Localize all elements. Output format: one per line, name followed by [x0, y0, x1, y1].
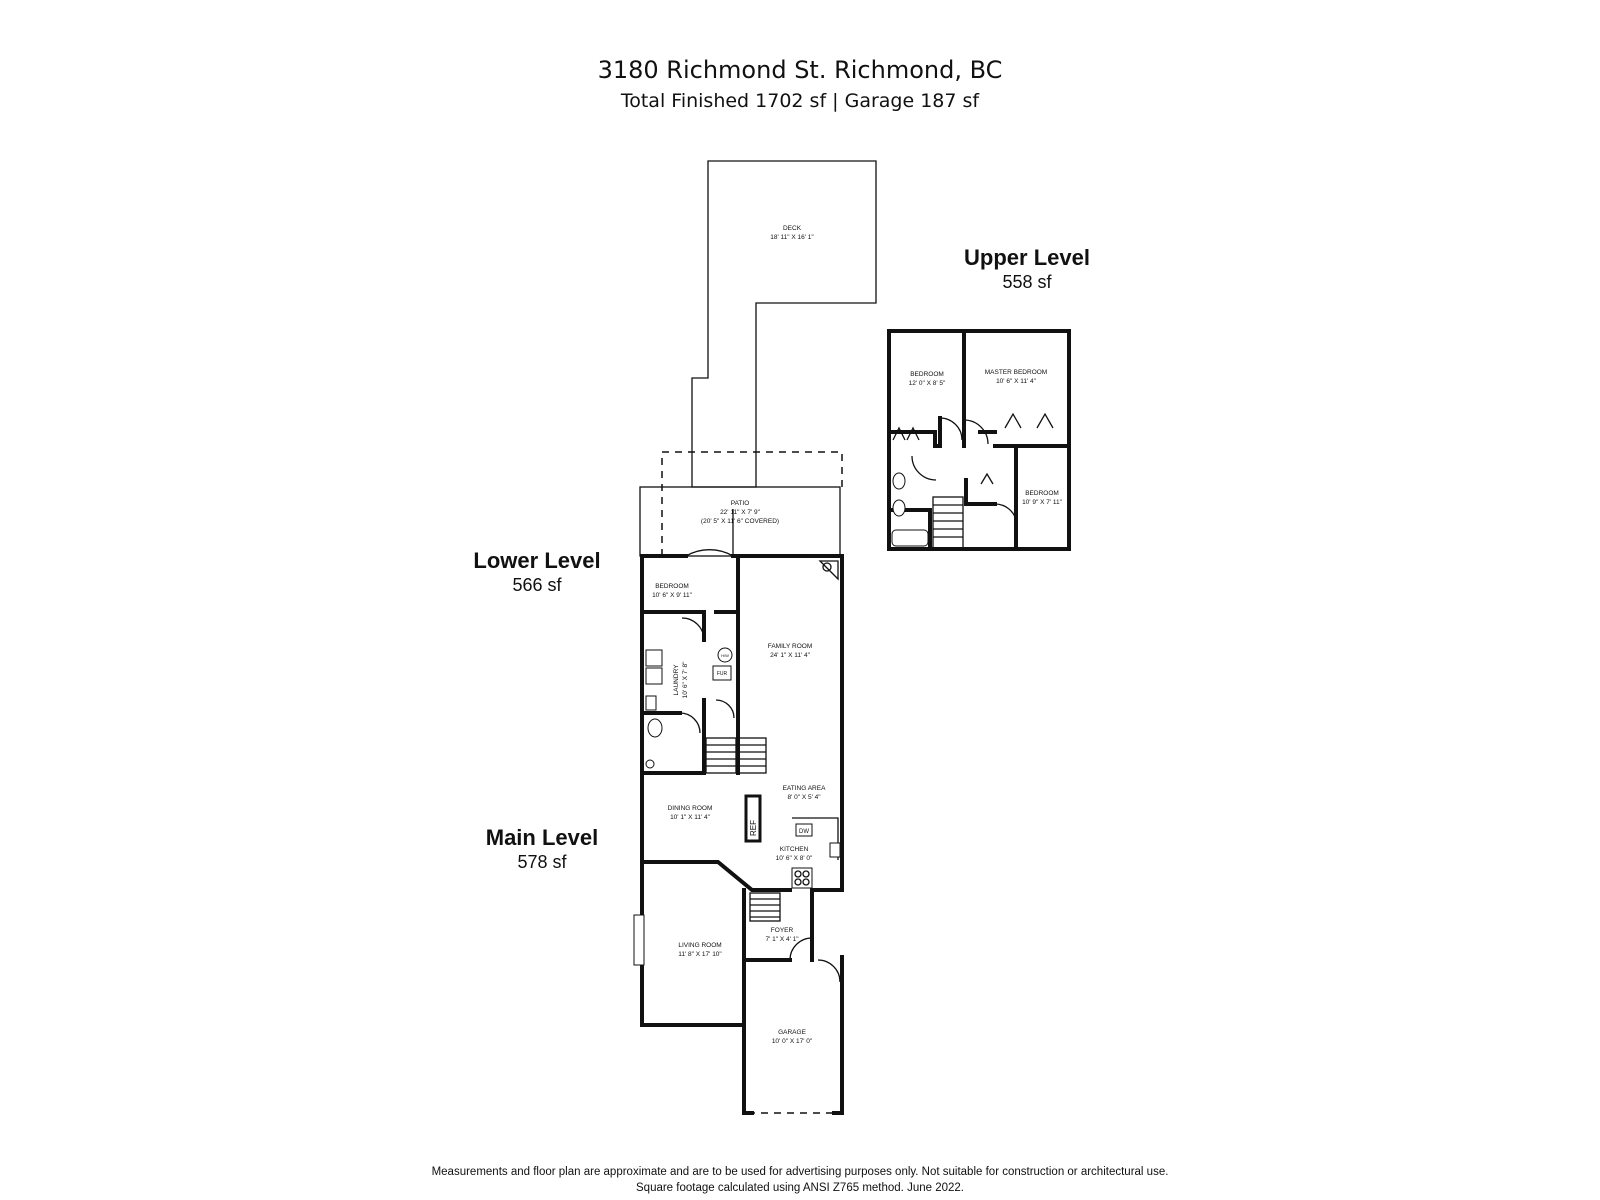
dishwasher-label: DW	[799, 829, 809, 835]
lower-level-area: 566 sf	[512, 575, 562, 595]
laundry-label: LAUNDRY	[673, 664, 680, 696]
family-room-label: FAMILY ROOM	[768, 643, 813, 650]
garage-door-swing	[817, 959, 841, 983]
living-room-dims: 11' 8" X 17' 10"	[678, 951, 722, 958]
upper-bedroom2-label: BEDROOM	[1025, 490, 1059, 497]
area-summary: Total Finished 1702 sf | Garage 187 sf	[620, 90, 980, 112]
upper-bedroom2-door-swing	[994, 503, 1018, 527]
laundry-sink-icon	[645, 695, 657, 711]
floor-drain-icon	[645, 759, 655, 769]
bathtub-icon	[891, 529, 929, 547]
master-bedroom-dims: 10' 6" X 11' 4"	[996, 378, 1037, 385]
property-address: 3180 Richmond St. Richmond, BC	[597, 56, 1003, 84]
burner-icon	[802, 870, 810, 878]
eating-area-dims: 8' 0" X 5' 4"	[787, 794, 821, 801]
hw-label: H/W	[721, 653, 729, 658]
kitchen-label: KITCHEN	[780, 846, 809, 853]
lower-level-title: Lower Level	[473, 548, 601, 573]
main-level-area: 578 sf	[517, 852, 567, 872]
living-room-label: LIVING ROOM	[678, 942, 721, 949]
kitchen-sink-icon	[829, 842, 841, 858]
range-icon	[791, 867, 813, 889]
main-level-walls	[640, 771, 844, 1115]
foyer-door-swing	[789, 937, 813, 961]
burner-icon	[794, 878, 802, 886]
patio-covered-outline	[661, 451, 843, 556]
laundry-door-swing	[681, 617, 705, 641]
patio-dims: 22' 11" X 7' 9"	[720, 509, 761, 516]
eating-area-label: EATING AREA	[783, 785, 827, 792]
upper-bedroom1-dims: 12' 0" X 8' 5"	[909, 380, 946, 387]
foyer-dims: 7' 1" X 4' 1"	[765, 936, 799, 943]
disclaimer-line-2: Square footage calculated using ANSI Z76…	[636, 1182, 964, 1194]
garage-label: GARAGE	[778, 1029, 806, 1036]
disclaimer-line-1: Measurements and floor plan are approxim…	[431, 1166, 1169, 1178]
foyer-label: FOYER	[771, 927, 794, 934]
patio-note: (20' 5" X 11' 6" COVERED)	[701, 518, 779, 525]
fridge-label: REF	[749, 820, 758, 836]
upper-closet-doors	[892, 412, 1054, 485]
toilet-icon	[647, 718, 663, 738]
furnace-icon	[712, 665, 732, 681]
deck-dims: 18' 11" X 16' 1"	[770, 234, 814, 241]
upper-stairs	[932, 496, 964, 550]
main-stairs	[749, 892, 781, 922]
laundry-dims: 10' 6" X 7' 8"	[682, 661, 689, 698]
main-level-title: Main Level	[485, 825, 599, 850]
upper-sink-icon	[892, 472, 906, 490]
stair-door-swing	[715, 699, 735, 719]
upper-level-area: 558 sf	[1002, 272, 1052, 292]
lower-bedroom-label: BEDROOM	[655, 583, 689, 590]
deck-label: DECK	[783, 225, 802, 232]
bath-door-swing	[679, 712, 701, 734]
upper-level-walls	[887, 329, 1071, 551]
upper-bedroom-door-swing	[939, 417, 963, 441]
garage-dims: 10' 0" X 17' 0"	[772, 1038, 813, 1045]
dining-room-label: DINING ROOM	[668, 805, 713, 812]
hot-water-tank-icon	[717, 647, 733, 663]
deck-outline	[691, 160, 877, 488]
upper-bedroom1-label: BEDROOM	[910, 371, 944, 378]
master-bedroom-label: MASTER BEDROOM	[985, 369, 1047, 376]
dishwasher-icon	[795, 823, 813, 837]
upper-toilet-icon	[892, 499, 906, 517]
fireplace-icon	[822, 562, 832, 572]
living-room-fireplace-icon	[633, 914, 645, 966]
dining-room-dims: 10' 1" X 11' 4"	[670, 814, 711, 821]
kitchen-dims: 10' 6" X 8' 0"	[776, 855, 813, 862]
lower-bedroom-dims: 10' 6" X 9' 11"	[652, 592, 693, 599]
bath-door-swing-upper	[911, 455, 937, 481]
patio-door-swing	[685, 549, 734, 557]
fridge-icon	[744, 794, 762, 843]
lower-stairs	[705, 737, 767, 774]
upper-level-title: Upper Level	[964, 245, 1090, 270]
upper-bedroom2-dims: 10' 9" X 7' 11"	[1022, 499, 1063, 506]
furnace-label: FUR	[717, 671, 728, 677]
dryer-icon	[645, 667, 663, 685]
patio-label: PATIO	[731, 500, 750, 507]
burner-icon	[802, 878, 810, 886]
washer-icon	[645, 649, 663, 667]
burner-icon	[794, 870, 802, 878]
master-door-swing	[963, 419, 989, 445]
family-room-dims: 24' 1" X 11' 4"	[770, 652, 811, 659]
